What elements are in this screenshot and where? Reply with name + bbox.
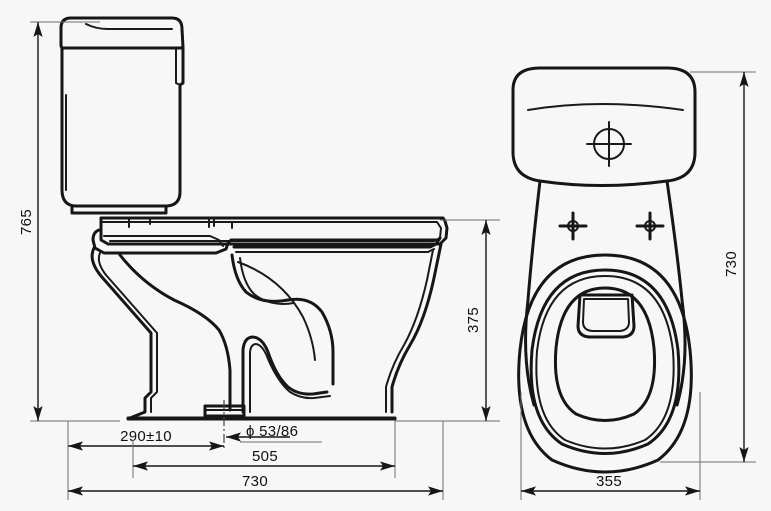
dim-label-290: 290±10: [120, 428, 172, 445]
dim-label-plan730: 730: [723, 251, 740, 277]
toilet-lid: [99, 216, 449, 246]
plan-view: [511, 66, 697, 474]
dim-label-765: 765: [18, 209, 35, 235]
bowl-interior-ellipse: [553, 286, 657, 422]
dimension-bowl-depth: 505: [132, 421, 396, 478]
toilet-seat-inner: [103, 235, 224, 247]
bowl-outer-ellipse: [517, 253, 693, 474]
dimension-plan-width: 355: [520, 392, 701, 500]
dim-label-505: 505: [252, 448, 278, 465]
dim-label-730: 730: [242, 473, 268, 490]
cistern-top-outline: [511, 66, 697, 187]
bowl-pedestal-right: [390, 242, 443, 414]
bowl-outer-left: [90, 246, 153, 420]
bowl-rim-ellipse: [529, 268, 681, 455]
toilet-seat: [91, 228, 440, 255]
cistern-lid-grip: [85, 23, 173, 30]
plan-body-outline-right: [665, 179, 687, 407]
dimension-overall-height: 765: [18, 21, 120, 422]
cistern-lid-line: [527, 103, 684, 111]
flush-outlet-opening: [576, 293, 636, 339]
dimension-plan-length: 730: [660, 71, 756, 463]
bowl-pedestal-right-inner: [385, 249, 434, 413]
dimension-seat-height: 375: [395, 219, 500, 422]
cistern-base: [70, 204, 168, 215]
flush-channel-arc: [237, 261, 316, 361]
side-elevation-view: [59, 16, 449, 448]
lid-left-edge: [100, 221, 233, 229]
bolt-hole-right: [635, 211, 665, 241]
dim-label-diameter: ϕ 53/86: [246, 423, 298, 440]
bowl-rim-ellipse-inner: [535, 275, 675, 450]
dimension-overall-depth: 730: [67, 421, 444, 500]
bowl-rim-right: [232, 236, 442, 249]
bowl-trapway-inner: [239, 257, 295, 305]
flush-outlet-inner: [582, 298, 630, 332]
cistern-body-step: [175, 47, 181, 86]
bowl-outer-left-inner: [97, 252, 158, 413]
plan-body-outline: [524, 179, 542, 407]
cistern-lid: [59, 16, 185, 50]
outlet-spigot: [203, 404, 246, 418]
dim-label-355: 355: [596, 473, 622, 490]
bolt-hole-left: [558, 211, 588, 241]
bowl-interior-left: [118, 253, 232, 412]
dim-label-375: 375: [465, 307, 482, 333]
dimension-outlet-diameter: ϕ 53/86: [226, 423, 322, 443]
trap-s-curve: [241, 335, 329, 414]
bowl-trapway: [230, 253, 335, 386]
trap-s-curve-inner: [249, 343, 331, 413]
